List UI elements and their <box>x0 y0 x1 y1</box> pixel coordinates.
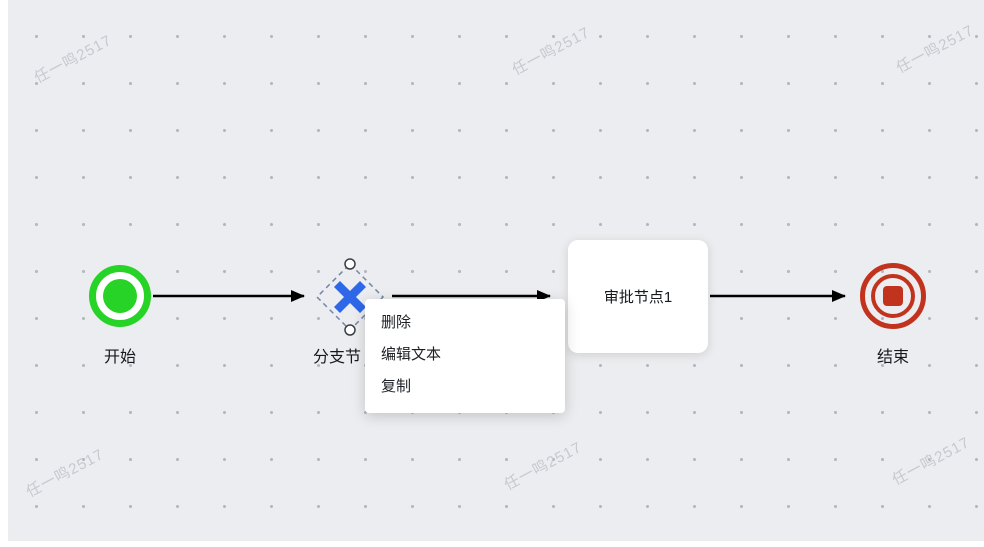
approval-node-label: 审批节点1 <box>603 289 673 306</box>
gateway-node-label: 分支节 <box>313 349 362 366</box>
end-event-stop-square <box>883 286 903 306</box>
resize-handle-top[interactable] <box>344 258 356 270</box>
end-event-middle-ring <box>871 274 915 318</box>
left-edge-strip <box>0 0 8 547</box>
context-menu-item-delete[interactable]: 删除 <box>381 314 412 331</box>
end-node-label: 结束 <box>876 349 909 366</box>
exclusive-gateway-x-icon <box>334 281 366 313</box>
end-event-node[interactable] <box>860 263 926 329</box>
bottom-edge-strip <box>0 541 984 547</box>
gateway-node[interactable] <box>305 250 395 344</box>
context-menu-item-copy[interactable]: 复制 <box>381 378 412 395</box>
start-event-node[interactable] <box>89 265 151 327</box>
resize-handle-bottom[interactable] <box>344 324 356 336</box>
start-node-label: 开始 <box>103 349 136 366</box>
context-menu-item-edit-text[interactable]: 编辑文本 <box>381 346 442 363</box>
start-event-inner-circle <box>103 279 137 313</box>
context-menu: 删除 编辑文本 复制 <box>365 299 565 413</box>
approval-task-node[interactable]: 审批节点1 <box>568 240 708 353</box>
